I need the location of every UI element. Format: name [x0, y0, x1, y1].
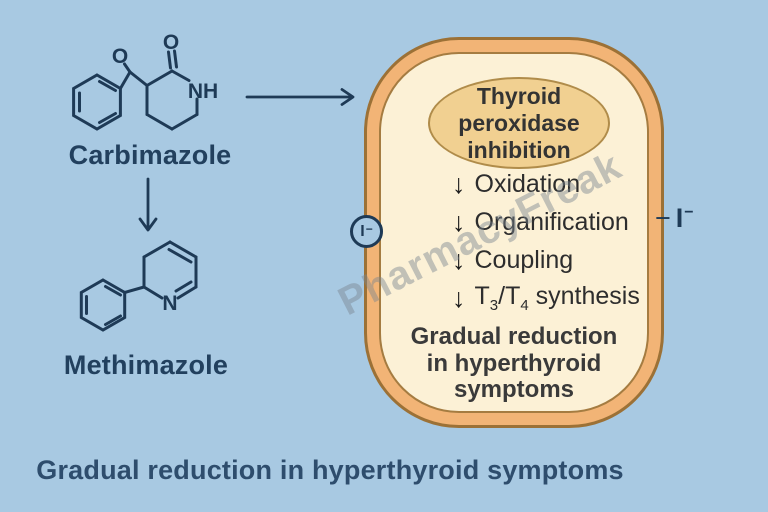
tpo-line-3: inhibition	[467, 136, 571, 163]
carbimazole-ester-oxygen-label: O	[112, 45, 128, 68]
tpo-line-1: Thyroid	[476, 82, 562, 109]
iodide-symbol: I	[360, 222, 365, 240]
iodide-bond-dash: −	[655, 203, 671, 233]
decrease-arrow-icon: ↓	[452, 168, 466, 199]
tpo-line-2: peroxidase	[458, 109, 580, 136]
methimazole-structure: N	[79, 240, 198, 332]
bottom-caption: Gradual reduction in hyperthyroid sympto…	[36, 455, 624, 485]
iodide-ion-circle: I−	[350, 215, 383, 248]
effect-label: Organification	[474, 207, 629, 236]
decrease-arrow-icon: ↓	[452, 282, 466, 313]
methimazole-label: Methimazole	[63, 350, 229, 380]
decrease-arrow-icon: ↓	[452, 206, 466, 237]
effect-coupling: ↓ Coupling	[452, 241, 640, 279]
effect-label: Oxidation	[474, 169, 581, 198]
iodide-charge: −	[684, 204, 694, 221]
iodide-charge: −	[365, 221, 373, 236]
cell-result-text: Gradual reduction in hyperthyroid sympto…	[398, 323, 630, 404]
carbimazole-nh-label: NH	[188, 80, 218, 103]
effects-list: ↓ Oxidation ↓ Organification ↓ Coupling …	[452, 165, 640, 317]
decrease-arrow-icon: ↓	[452, 244, 466, 275]
result-line-1: Gradual reduction	[410, 323, 618, 350]
external-iodide-ion: − I −	[655, 203, 694, 233]
result-line-2: in hyperthyroid	[426, 349, 602, 377]
arrow-down-icon	[138, 177, 158, 232]
carbimazole-structure: O O NH	[72, 31, 218, 131]
effect-label: Coupling	[474, 245, 574, 274]
effect-label: T3/T4 synthesis	[474, 282, 640, 314]
methimazole-nitrogen-label: N	[162, 292, 177, 315]
result-line-3: symptoms	[453, 376, 575, 403]
iodide-symbol: I	[675, 203, 684, 233]
effect-t3-t4-synthesis: ↓ T3/T4 synthesis	[452, 279, 640, 317]
thyroid-peroxidase-inhibition-bubble: Thyroid peroxidase inhibition	[428, 77, 610, 169]
carbimazole-carbonyl-oxygen-label: O	[163, 31, 179, 54]
arrow-right-icon	[245, 88, 355, 106]
effect-organification: ↓ Organification	[452, 203, 640, 241]
carbimazole-label: Carbimazole	[68, 140, 232, 170]
effect-oxidation: ↓ Oxidation	[452, 165, 640, 203]
